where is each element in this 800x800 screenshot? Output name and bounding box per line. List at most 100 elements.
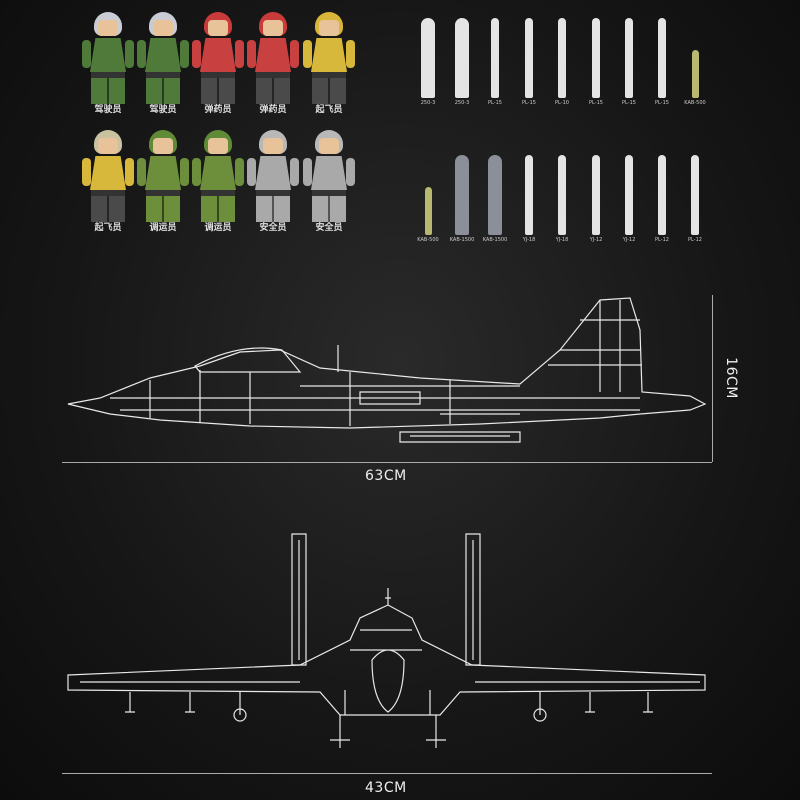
weapon-label: KAB-1500 bbox=[482, 237, 508, 243]
arm bbox=[192, 40, 201, 68]
torso bbox=[145, 38, 181, 72]
crew-role-label: 起飞员 bbox=[315, 105, 343, 115]
missile-icon bbox=[691, 155, 699, 235]
weapon-label: PL-10 bbox=[555, 100, 569, 106]
minifigure: 安全员 bbox=[247, 130, 299, 233]
torso bbox=[90, 156, 126, 190]
height-dimension-line bbox=[712, 295, 713, 462]
minifigure: 驾驶员 bbox=[82, 12, 134, 115]
hip bbox=[91, 72, 125, 78]
crew-role-label: 弹药员 bbox=[204, 105, 232, 115]
arm bbox=[346, 40, 355, 68]
minifigure: 安全员 bbox=[303, 130, 355, 233]
crew-role-label: 弹药员 bbox=[259, 105, 287, 115]
crew-role-label: 安全员 bbox=[259, 223, 287, 233]
arm bbox=[290, 40, 299, 68]
weapon-label: YJ-12 bbox=[589, 237, 603, 243]
crew-role-label: 驾驶员 bbox=[94, 105, 122, 115]
weapon-label: PL-15 bbox=[522, 100, 536, 106]
minifigure: 调运员 bbox=[192, 130, 244, 233]
legs bbox=[201, 196, 235, 222]
hip bbox=[256, 190, 290, 196]
weapon-item: PL-12 bbox=[647, 155, 677, 243]
missile-icon bbox=[421, 18, 435, 98]
legs bbox=[91, 78, 125, 104]
missile-icon bbox=[558, 155, 566, 235]
missile-icon bbox=[491, 18, 499, 98]
face bbox=[153, 138, 173, 154]
torso bbox=[311, 156, 347, 190]
weapon-label: PL-15 bbox=[488, 100, 502, 106]
missile-icon bbox=[592, 155, 600, 235]
face bbox=[263, 20, 283, 36]
arm bbox=[180, 40, 189, 68]
legs bbox=[146, 196, 180, 222]
legs bbox=[312, 196, 346, 222]
arm bbox=[82, 158, 91, 186]
legs bbox=[146, 78, 180, 104]
wingspan-dimension-line bbox=[62, 773, 712, 774]
face bbox=[208, 138, 228, 154]
hip bbox=[91, 190, 125, 196]
hip bbox=[312, 190, 346, 196]
weapon-item: PL-15 bbox=[480, 18, 510, 106]
crew-role-label: 调运员 bbox=[149, 223, 177, 233]
hip bbox=[201, 190, 235, 196]
weapon-item: PL-10 bbox=[547, 18, 577, 106]
arm bbox=[303, 158, 312, 186]
weapon-label: YJ-12 bbox=[622, 237, 636, 243]
height-label: 16CM bbox=[722, 357, 739, 399]
arm bbox=[180, 158, 189, 186]
weapon-label: 250-3 bbox=[420, 100, 436, 106]
legs bbox=[256, 196, 290, 222]
missile-icon bbox=[691, 50, 699, 98]
weapon-item: PL-15 bbox=[647, 18, 677, 106]
torso bbox=[200, 156, 236, 190]
face bbox=[98, 20, 118, 36]
missile-icon bbox=[525, 18, 533, 98]
torso bbox=[311, 38, 347, 72]
length-label: 63CM bbox=[365, 468, 407, 484]
legs bbox=[256, 78, 290, 104]
missile-icon bbox=[455, 155, 469, 235]
arm bbox=[290, 158, 299, 186]
face bbox=[208, 20, 228, 36]
arm bbox=[125, 158, 134, 186]
weapon-item: PL-12 bbox=[680, 155, 710, 243]
crew-role-label: 安全员 bbox=[315, 223, 343, 233]
minifigure: 弹药员 bbox=[247, 12, 299, 115]
legs bbox=[91, 196, 125, 222]
face bbox=[319, 138, 339, 154]
missile-icon bbox=[658, 18, 666, 98]
weapon-item: PL-15 bbox=[581, 18, 611, 106]
weapon-label: KAB-500 bbox=[684, 100, 706, 106]
arm bbox=[247, 40, 256, 68]
face bbox=[319, 20, 339, 36]
arm bbox=[235, 158, 244, 186]
hip bbox=[146, 72, 180, 78]
torso bbox=[255, 156, 291, 190]
weapon-label: KAB-1500 bbox=[449, 237, 475, 243]
weapon-label: PL-12 bbox=[688, 237, 702, 243]
side-view-drawing bbox=[67, 297, 707, 443]
arm bbox=[82, 40, 91, 68]
weapon-label: KAB-500 bbox=[417, 237, 439, 243]
legs bbox=[201, 78, 235, 104]
hip bbox=[256, 72, 290, 78]
minifigure: 弹药员 bbox=[192, 12, 244, 115]
face bbox=[153, 20, 173, 36]
weapon-item: KAB-1500 bbox=[480, 155, 510, 243]
weapon-label: PL-15 bbox=[589, 100, 603, 106]
hip bbox=[201, 72, 235, 78]
torso bbox=[145, 156, 181, 190]
arm bbox=[125, 40, 134, 68]
torso bbox=[200, 38, 236, 72]
arm bbox=[235, 40, 244, 68]
weapon-item: 250-3 bbox=[413, 18, 443, 106]
arm bbox=[137, 40, 146, 68]
missile-icon bbox=[455, 18, 469, 98]
weapon-item: YJ-12 bbox=[581, 155, 611, 243]
missile-icon bbox=[488, 155, 502, 235]
weapon-item: 250-3 bbox=[447, 18, 477, 106]
